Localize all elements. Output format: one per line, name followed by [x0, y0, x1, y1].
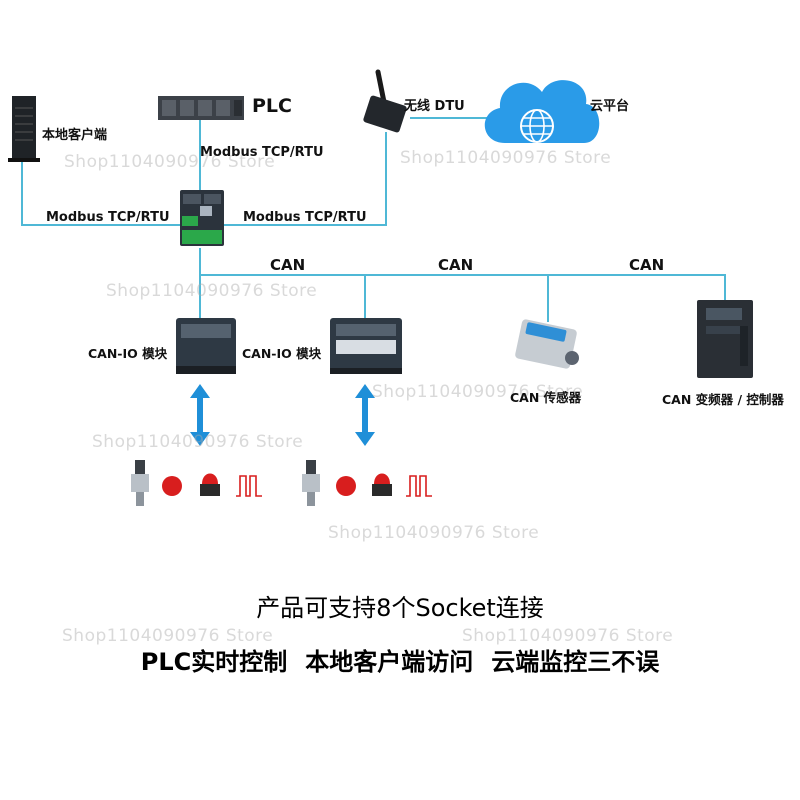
- watermark: Shop1104090976 Store: [462, 626, 674, 646]
- gateway-device-icon: [180, 190, 224, 246]
- double-arrow-1-icon: [190, 384, 210, 446]
- client-link-label: Modbus TCP/RTU: [46, 210, 170, 225]
- plc-device-icon: [158, 96, 244, 120]
- caption-line-1: 产品可支持8个Socket连接: [256, 594, 544, 622]
- can-io-module-1-label: CAN-IO 模块: [88, 346, 168, 361]
- server-tower-icon: [8, 96, 40, 162]
- client-link-line: [21, 162, 188, 226]
- dtu-label: 无线 DTU: [404, 99, 465, 114]
- double-arrow-2-icon: [355, 384, 375, 446]
- watermark: Shop1104090976 Store: [372, 382, 584, 402]
- io-devices-group-1: [131, 460, 262, 506]
- watermark: Shop1104090976 Store: [328, 523, 540, 543]
- can-io-module-1-icon: [176, 318, 236, 374]
- watermark: Shop1104090976 Store: [106, 281, 318, 301]
- alarm-light-icon: [372, 473, 392, 496]
- can-io-module-2-icon: [330, 318, 402, 374]
- cloud-icon: [484, 80, 600, 143]
- red-button-icon: [162, 476, 182, 496]
- caption-plc-control: PLC实时控制: [140, 648, 288, 676]
- io-devices-group-2: [302, 460, 432, 506]
- dtu-link-label: Modbus TCP/RTU: [243, 210, 367, 225]
- can-sensor-label: CAN 传感器: [510, 390, 582, 405]
- local-client-label: 本地客户端: [42, 128, 108, 143]
- alarm-light-icon: [200, 473, 220, 496]
- can-bus-label-2: CAN: [438, 256, 474, 274]
- cloud-label: 云平台: [590, 99, 630, 114]
- can-sensor-icon: [515, 319, 579, 369]
- watermark: Shop1104090976 Store: [400, 148, 612, 168]
- pulse-signal-icon: [236, 475, 262, 497]
- pressure-sensor-icon: [302, 460, 320, 506]
- can-inverter-label: CAN 变频器 / 控制器: [662, 392, 784, 407]
- watermark: Shop1104090976 Store: [64, 152, 276, 172]
- watermark: Shop1104090976 Store: [92, 432, 304, 452]
- connection-lines: [21, 117, 726, 322]
- dtu-device-icon: [363, 69, 407, 133]
- caption-local-access: 本地客户端访问: [305, 648, 474, 676]
- can-bus-label-1: CAN: [270, 256, 306, 274]
- plc-label: PLC: [252, 95, 292, 117]
- plc-link-label: Modbus TCP/RTU: [200, 145, 324, 160]
- inverter-device-icon: [697, 300, 753, 378]
- can-bus-line: [199, 248, 726, 300]
- caption-cloud-monitor: 云端监控三不误: [491, 648, 660, 676]
- can-io-module-2-label: CAN-IO 模块: [242, 346, 322, 361]
- pulse-signal-icon: [406, 475, 432, 497]
- pressure-sensor-icon: [131, 460, 149, 506]
- red-button-icon: [336, 476, 356, 496]
- can-bus-label-3: CAN: [629, 256, 665, 274]
- caption-line-2: PLC实时控制本地客户端访问云端监控三不误: [0, 642, 800, 677]
- dtu-link-line: [222, 132, 387, 226]
- watermark: Shop1104090976 Store: [62, 626, 274, 646]
